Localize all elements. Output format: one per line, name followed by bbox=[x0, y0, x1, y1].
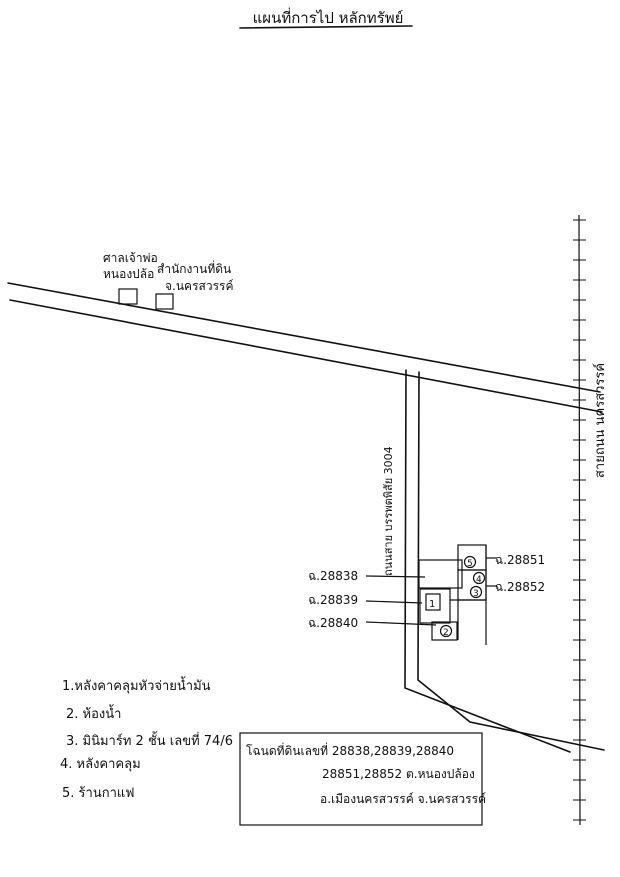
shrine-label-line2: หนองปล้อ bbox=[103, 267, 154, 281]
side-road-right-edge bbox=[417, 371, 605, 751]
plot-28838 bbox=[418, 559, 463, 589]
land-office-label-line2: จ.นครสวรรค์ bbox=[165, 279, 234, 293]
plot-2-circle bbox=[439, 624, 453, 638]
deed-28838-label: ฉ.28838 bbox=[308, 569, 358, 583]
building-1 bbox=[425, 593, 441, 611]
plot-5-num: 5 bbox=[467, 559, 473, 569]
side-road-label: ถนนสาย บรรพตพิสัย 3004 bbox=[382, 446, 395, 576]
plot-2-num: 2 bbox=[443, 628, 449, 638]
right-highway-ticks bbox=[573, 219, 586, 821]
deed-info-line3: อ.เมืองนครสวรรค์ จ.นครสวรรค์ bbox=[320, 792, 486, 806]
deed-info-box bbox=[239, 732, 483, 826]
map-title: แผนที่การไป หลักทรัพย์ bbox=[253, 7, 404, 27]
legend-item: 2. ห้องน้ำ bbox=[66, 704, 121, 722]
deed-info-line2: 28851,28852 ต.หนองปล้อง bbox=[322, 767, 475, 781]
deed-28840-label: ฉ.28840 bbox=[308, 616, 358, 630]
side-road-left-edge bbox=[404, 369, 571, 753]
deed-28840-leader bbox=[365, 621, 437, 626]
shrine-box bbox=[118, 288, 138, 305]
property-plots: 1 2 3 4 5 bbox=[418, 544, 487, 645]
title-underline bbox=[239, 25, 413, 29]
shrine-label-line1: ศาลเจ้าพ่อ bbox=[103, 251, 158, 265]
plot-28839 bbox=[419, 588, 451, 624]
plot-4-circle bbox=[472, 571, 486, 585]
highway-right-label: สายถนน นครสวรรค์ bbox=[592, 363, 608, 478]
highway-edge-top bbox=[7, 282, 601, 393]
legend: 1.หลังคาคลุมหัวจ่ายน้ำมัน 2. ห้องน้ำ 3. มิ… bbox=[60, 676, 233, 801]
deed-28838-leader bbox=[365, 575, 426, 578]
legend-item: 3. มินิมาร์ท 2 ชั้น เลขที่ 74/6 bbox=[66, 731, 233, 749]
deed-28851-label: ฉ.28851 bbox=[495, 553, 545, 567]
deed-28839-leader bbox=[365, 600, 423, 604]
deed-28839-label: ฉ.28839 bbox=[308, 593, 358, 607]
plot-28840 bbox=[431, 621, 458, 641]
land-office-box bbox=[155, 293, 174, 310]
legend-item: 5. ร้านกาแฟ bbox=[62, 786, 134, 801]
highway-edge-bottom bbox=[9, 299, 603, 413]
deed-28852-label: ฉ.28852 bbox=[495, 580, 545, 594]
plot-3-circle bbox=[469, 585, 483, 599]
land-office-label-line1: สำนักงานที่ดิน bbox=[157, 260, 231, 276]
plot-4-num: 4 bbox=[476, 575, 482, 585]
plot-3-num: 3 bbox=[473, 589, 479, 599]
legend-item: 4. หลังคาคลุม bbox=[60, 757, 141, 772]
legend-item: 1.หลังคาคลุมหัวจ่ายน้ำมัน bbox=[62, 676, 211, 694]
plot-5-circle bbox=[463, 555, 477, 569]
plot-1-num: 1 bbox=[429, 599, 435, 610]
deed-info-line1: โฉนดที่ดินเลขที่ 28838,28839,28840 bbox=[246, 742, 454, 758]
